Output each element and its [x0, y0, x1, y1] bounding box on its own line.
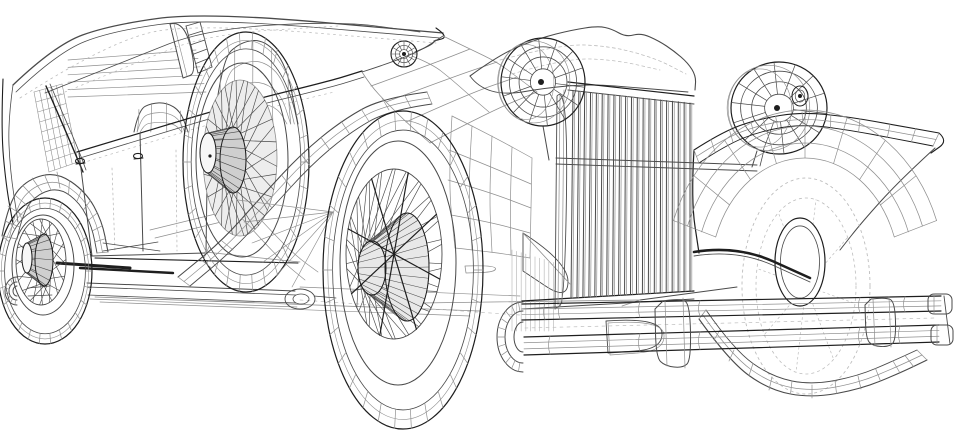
front-right-fender-arch: [673, 109, 937, 238]
headlamp-crossbar: [555, 157, 758, 172]
headlamp-left: [497, 37, 586, 127]
door-handles: [74, 152, 144, 165]
chassis-shadow-lines: [55, 257, 299, 275]
front-right-skirt: [698, 309, 928, 399]
fender-valance: [237, 199, 334, 288]
hood-hatch: [511, 249, 554, 332]
rear-body: [33, 49, 207, 173]
front-right-wheel: [692, 177, 871, 395]
front-bumper: [496, 293, 954, 373]
headlamp-right: [726, 61, 828, 155]
spare-wheel: [182, 31, 310, 293]
horn-knob: [791, 85, 809, 107]
rearview-mirror: [390, 40, 418, 68]
rear-fender: [1, 171, 109, 254]
front-left-fender: [177, 91, 433, 287]
rear-wheel: [0, 197, 93, 345]
radiator-grille: [521, 81, 695, 310]
leaf-spring: [284, 288, 337, 310]
front-left-wheel: [322, 110, 484, 430]
